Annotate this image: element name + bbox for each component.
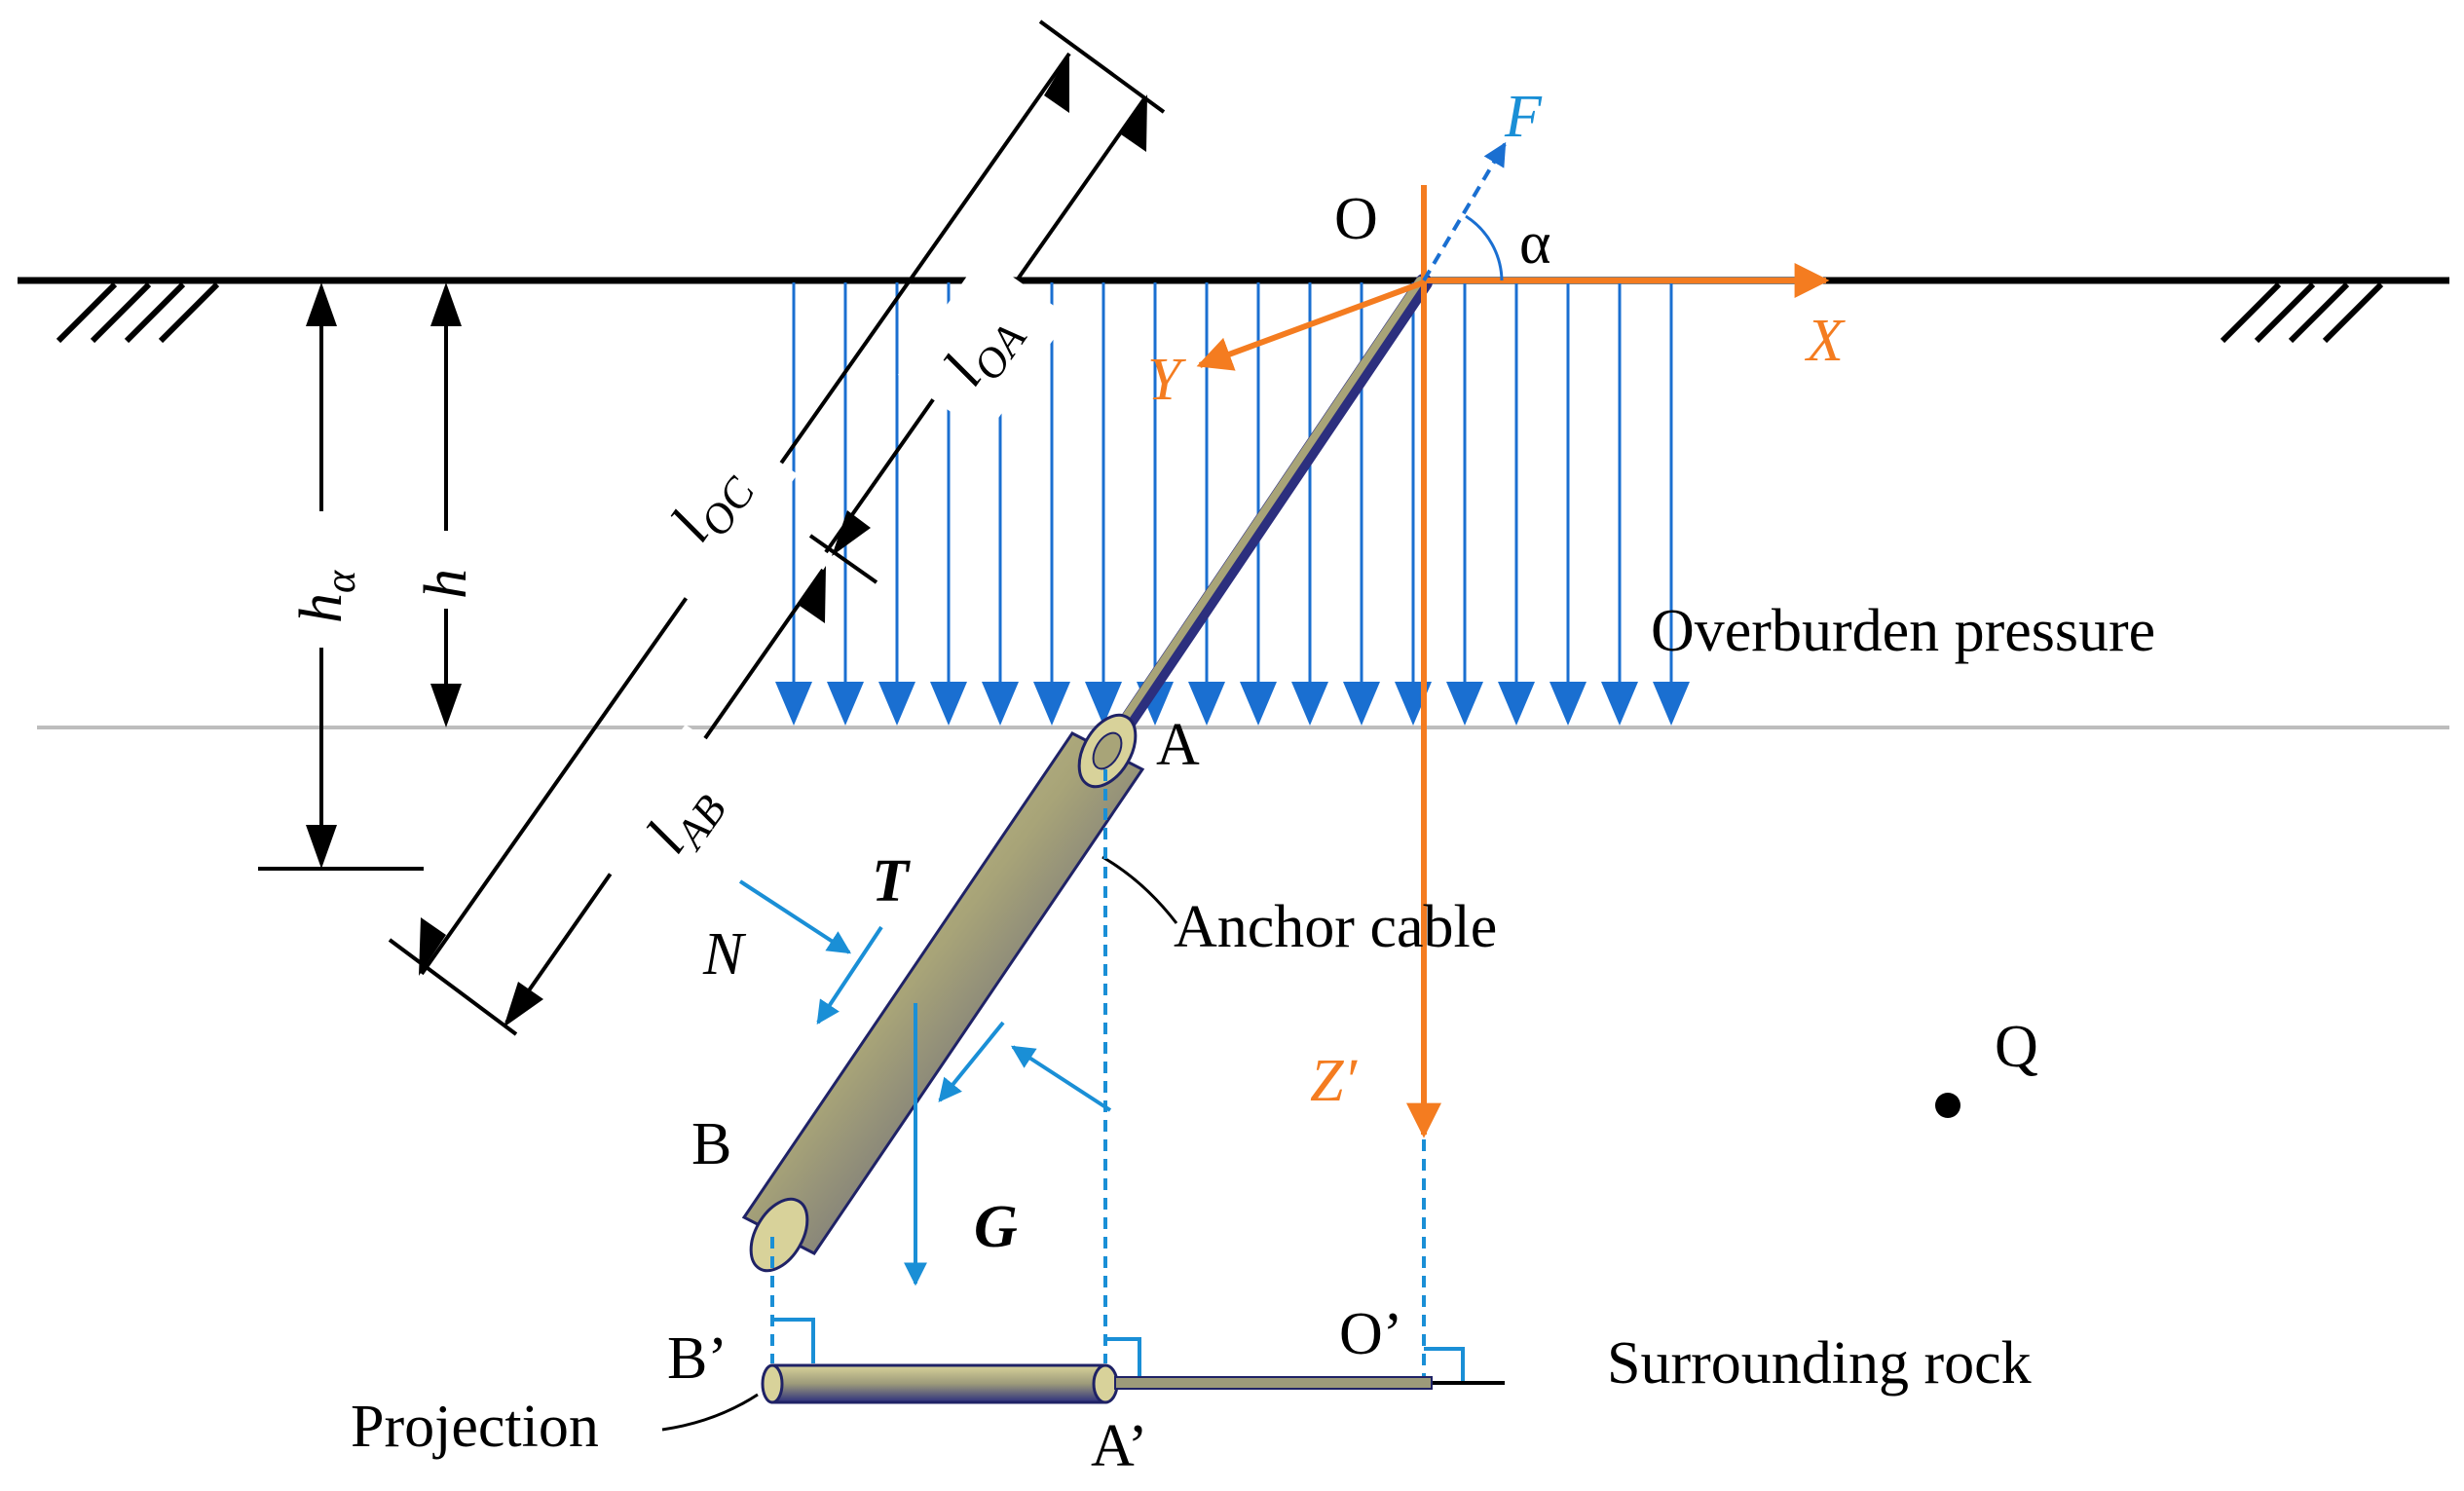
- h-label: h: [413, 569, 479, 599]
- o-prime-label: O’: [1339, 1301, 1402, 1367]
- b-prime-label: B’: [667, 1325, 728, 1392]
- pressure-arrow-head: [1653, 682, 1690, 726]
- projection-dashed-lines: [770, 769, 1426, 1383]
- f-label: F: [1504, 84, 1543, 150]
- origin-o-label: O: [1334, 186, 1378, 252]
- point-a-label: A: [1156, 712, 1200, 778]
- pressure-arrow-head: [827, 682, 864, 726]
- pressure-arrow-head: [1601, 682, 1638, 726]
- anchor-cable-label: Anchor cable: [1174, 894, 1497, 960]
- y-axis-arrow: [1196, 280, 1426, 371]
- point-b-label: B: [691, 1111, 731, 1177]
- pressure-arrow-head: [1085, 682, 1122, 726]
- pressure-arrow-head: [1446, 682, 1483, 726]
- a-tick-line: [808, 534, 878, 584]
- t-force-arrow: [816, 925, 883, 1025]
- anchored-cable-body: [741, 713, 1145, 1273]
- projection-pointer: [661, 1393, 759, 1432]
- pressure-arrow-head: [1188, 682, 1225, 726]
- pressure-arrow-head: [1549, 682, 1587, 726]
- t-reaction-arrow: [938, 1021, 1005, 1102]
- free-cable-segment: [1106, 274, 1433, 749]
- projected-cable: [761, 1363, 1433, 1404]
- h-alpha-label: hα: [288, 570, 364, 623]
- ground-hatch-right: [2220, 281, 2384, 344]
- point-q-label: Q: [1995, 1014, 2038, 1080]
- ground-hatch-left: [56, 281, 220, 344]
- n-label: N: [702, 921, 747, 988]
- projection-label: Projection: [351, 1394, 599, 1460]
- n-reaction-arrow: [1010, 1045, 1112, 1112]
- t-label: T: [872, 848, 911, 914]
- h-dimension: [430, 282, 462, 727]
- x-axis-label: X: [1804, 308, 1846, 374]
- right-angle-marks: [772, 1318, 1465, 1383]
- surrounding-rock-label: Surrounding rock: [1607, 1330, 2032, 1397]
- alpha-angle-arc: [1465, 214, 1504, 281]
- pressure-arrow-head: [1240, 682, 1277, 726]
- pressure-arrow-head: [1033, 682, 1070, 726]
- pressure-arrow-head: [930, 682, 967, 726]
- pressure-arrow-head: [775, 682, 812, 726]
- overburden-pressure-label: Overburden pressure: [1651, 598, 2155, 664]
- alpha-label: α: [1519, 210, 1550, 277]
- pressure-arrow-head: [982, 682, 1019, 726]
- anchor-cable-pointer: [1101, 855, 1178, 924]
- pressure-arrow-head: [1291, 682, 1328, 726]
- pressure-arrow-head: [1343, 682, 1380, 726]
- pressure-arrow-head: [878, 682, 915, 726]
- overburden-pressure-arrows: [775, 282, 1690, 726]
- g-label: G: [974, 1194, 1018, 1260]
- a-prime-label: A’: [1091, 1413, 1148, 1479]
- pressure-arrow-head: [1498, 682, 1535, 726]
- point-q-dot: [1935, 1093, 1960, 1118]
- z-prime-axis-label: Z′: [1310, 1048, 1358, 1114]
- y-axis-label: Y: [1147, 347, 1186, 413]
- n-force-arrow: [738, 879, 852, 954]
- f-force-arrow: [1422, 141, 1507, 282]
